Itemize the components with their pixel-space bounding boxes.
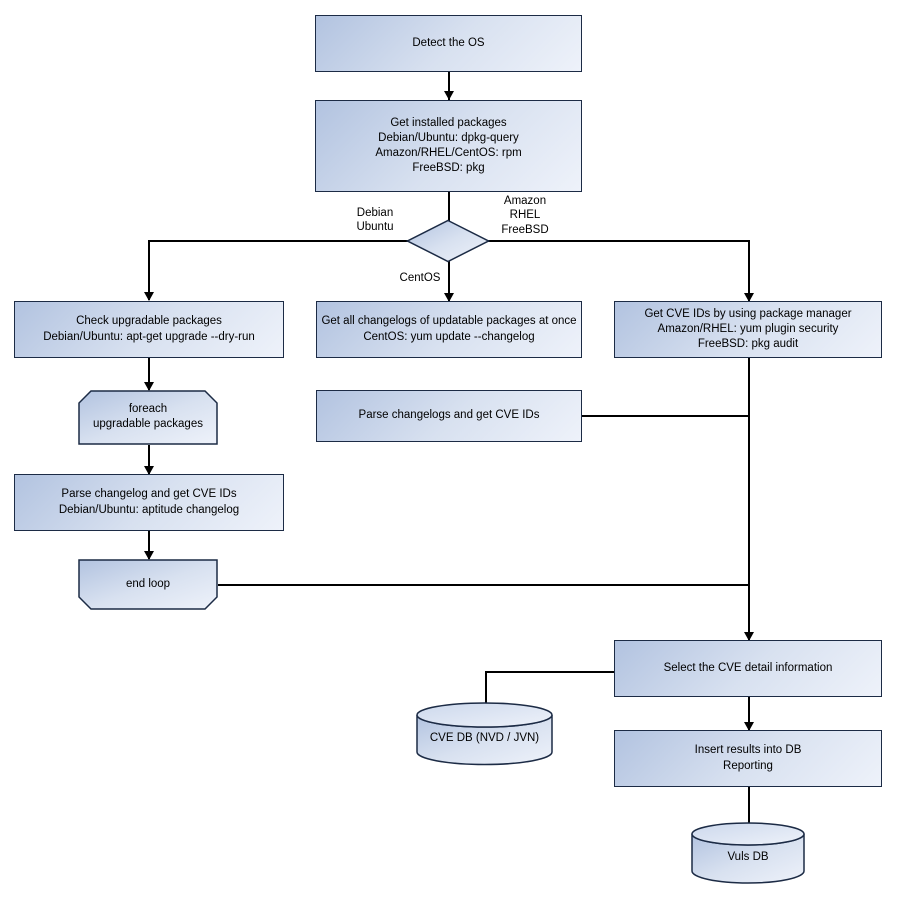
loop-end-icon	[78, 559, 218, 610]
node-parse-changelogs-centos: Parse changelogs and get CVE IDs	[316, 390, 582, 442]
connector-parse-to-endloop	[148, 531, 150, 559]
loop-end-label: end loop	[125, 578, 171, 590]
node-os-decision-diamond	[406, 219, 490, 263]
node-parse-changelog-debian: Parse changelog and get CVE IDs Debian/U…	[14, 474, 284, 531]
arrowhead-icon	[744, 722, 754, 731]
edge-label-amazon-rhel-freebsd: Amazon RHEL FreeBSD	[501, 195, 549, 236]
connector-decision-centos	[448, 261, 450, 301]
arrowhead-icon	[744, 632, 754, 641]
arrowhead-icon	[744, 293, 754, 302]
database-cylinder-icon	[416, 702, 553, 766]
node-get-cve-ids-package-manager: Get CVE IDs by using package manager Ama…	[614, 301, 882, 358]
node-select-cve-detail: Select the CVE detail information	[614, 640, 882, 697]
node-detect-os: Detect the OS	[315, 15, 582, 72]
arrowhead-icon	[444, 293, 454, 302]
database-cylinder-icon	[691, 822, 805, 884]
connector-insert-to-vulsdb	[748, 787, 750, 823]
loop-start-label: foreach upgradable packages	[93, 403, 203, 431]
node-end-loop: end loop	[78, 559, 218, 610]
loop-start-icon	[78, 390, 218, 445]
connector-trunk-to-select	[748, 358, 750, 640]
connector-decision-right	[487, 240, 748, 242]
connector-cvedb-horizontal	[485, 671, 614, 673]
vuls-db-label: Vuls DB	[727, 851, 769, 863]
connector-cvedb-vertical	[485, 671, 487, 703]
connector-foreach-to-parse	[148, 445, 150, 474]
arrowhead-icon	[144, 466, 154, 475]
node-get-installed-packages: Get installed packages Debian/Ubuntu: dp…	[315, 100, 582, 192]
diamond-icon	[406, 219, 490, 263]
arrowhead-icon	[144, 292, 154, 301]
connector-right-down	[748, 240, 750, 301]
connector-endloop-to-trunk	[218, 584, 749, 586]
arrowhead-icon	[144, 382, 154, 391]
connector-installed-to-decision	[448, 192, 450, 222]
node-vuls-db: Vuls DB	[691, 822, 805, 884]
arrowhead-icon	[144, 551, 154, 560]
connector-select-to-insert	[748, 697, 750, 730]
connector-detect-to-installed	[448, 72, 450, 100]
connector-check-to-foreach	[148, 358, 150, 390]
node-cve-db: CVE DB (NVD / JVN)	[416, 702, 553, 766]
node-foreach-loop-start: foreach upgradable packages	[78, 390, 218, 445]
node-get-all-changelogs: Get all changelogs of updatable packages…	[316, 301, 582, 358]
node-insert-results-db: Insert results into DB Reporting	[614, 730, 882, 787]
connector-decision-left	[148, 240, 410, 242]
edge-label-debian-ubuntu: Debian Ubuntu	[356, 207, 394, 234]
arrowhead-icon	[444, 91, 454, 100]
cve-db-label: CVE DB (NVD / JVN)	[429, 732, 540, 744]
connector-left-down	[148, 240, 150, 300]
edge-label-centos: CentOS	[399, 272, 441, 284]
connector-parsemid-to-trunk	[582, 415, 749, 417]
node-check-upgradable-packages: Check upgradable packages Debian/Ubuntu:…	[14, 301, 284, 358]
